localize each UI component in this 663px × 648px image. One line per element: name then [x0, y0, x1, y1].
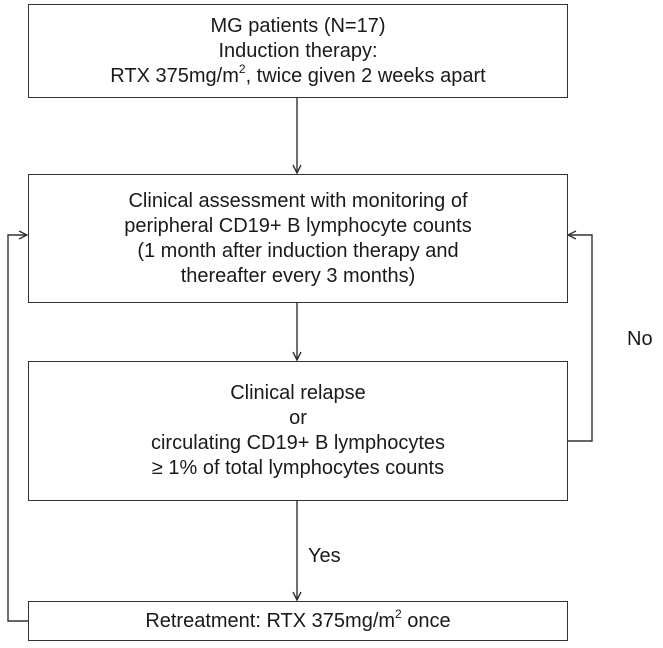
- relapse-line-1: Clinical relapse: [230, 382, 366, 404]
- retreatment-line: Retreatment: RTX 375mg/m2 once: [145, 606, 451, 634]
- induction-line-3: RTX 375mg/m2, twice given 2 weeks apart: [110, 61, 486, 89]
- assessment-line-3: (1 month after induction therapy and: [137, 239, 459, 262]
- induction-dose-exponent: 2: [238, 61, 246, 76]
- relapse-line-4: ≥ 1% of total lymphocytes counts: [151, 457, 445, 479]
- relapse-line-2: or: [289, 407, 307, 429]
- arrow-retreatment-loop: [7, 235, 28, 622]
- assessment-line-2: peripheral CD19+ B lymphocyte counts: [124, 214, 472, 237]
- arrow-no-loop: [566, 235, 593, 442]
- retreatment-exponent: 2: [395, 606, 402, 621]
- assessment-line-1: Clinical assessment with monitoring of: [128, 189, 468, 212]
- induction-schedule: , twice given 2 weeks apart: [245, 64, 486, 87]
- retreatment-frequency: once: [401, 609, 451, 632]
- assessment-box: Clinical assessment with monitoring of p…: [28, 174, 568, 303]
- induction-line-2: Induction therapy:: [218, 39, 378, 62]
- yes-label: Yes: [308, 545, 341, 567]
- induction-box: MG patients (N=17) Induction therapy: RT…: [28, 4, 568, 98]
- relapse-line-3: circulating CD19+ B lymphocytes: [150, 432, 445, 454]
- induction-line-1: MG patients (N=17): [210, 14, 386, 37]
- retreatment-text: Retreatment: RTX 375mg/m: [145, 609, 396, 632]
- assessment-line-4: thereafter every 3 months): [180, 264, 416, 287]
- retreatment-box: Retreatment: RTX 375mg/m2 once: [28, 601, 568, 641]
- no-label: No: [627, 328, 653, 350]
- relapse-box: Clinical relapse or circulating CD19+ B …: [28, 361, 568, 501]
- induction-dose: RTX 375mg/m: [110, 64, 239, 87]
